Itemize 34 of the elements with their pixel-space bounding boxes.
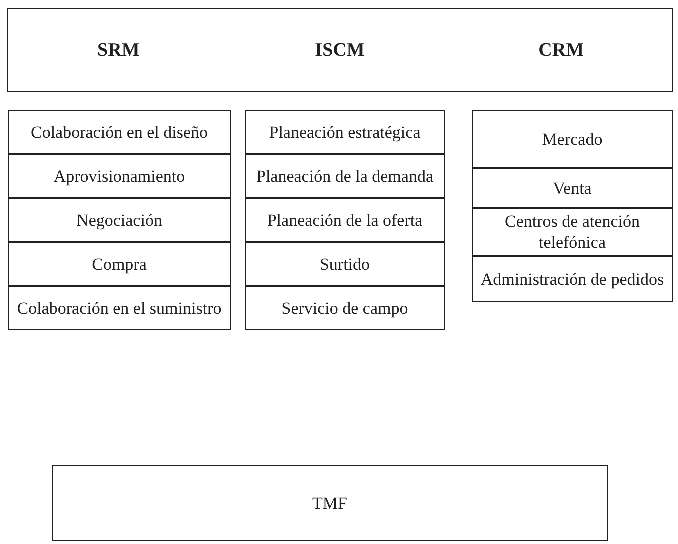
box-label: Mercado bbox=[542, 128, 603, 150]
function-box bbox=[245, 154, 445, 198]
header-bar bbox=[7, 8, 673, 92]
function-box bbox=[8, 154, 231, 198]
box-label: Planeación de la demanda bbox=[256, 166, 434, 186]
function-box bbox=[472, 208, 673, 256]
function-box bbox=[472, 256, 673, 302]
box-label: Planeación de la oferta bbox=[267, 210, 423, 230]
column-heading: CRM bbox=[538, 40, 586, 60]
function-box bbox=[472, 168, 673, 208]
box-label: Colaboración en el suministro bbox=[17, 298, 222, 318]
function-box bbox=[8, 198, 231, 242]
box-label: Planeación estratégica bbox=[269, 122, 421, 142]
column-heading: SRM bbox=[96, 40, 141, 60]
box-label: Compra bbox=[92, 254, 147, 274]
base-box bbox=[52, 465, 608, 541]
box-label: TMF bbox=[312, 492, 348, 514]
function-box bbox=[245, 286, 445, 330]
box-label: Surtido bbox=[320, 254, 370, 274]
function-box bbox=[245, 110, 445, 154]
function-box bbox=[8, 286, 231, 330]
function-box bbox=[8, 110, 231, 154]
function-box bbox=[472, 110, 673, 168]
column-heading: ISCM bbox=[314, 40, 366, 60]
function-box bbox=[245, 198, 445, 242]
box-label: Negociación bbox=[76, 210, 162, 230]
box-label: Servicio de campo bbox=[282, 298, 408, 318]
box-label: Venta bbox=[553, 178, 592, 198]
function-box bbox=[8, 242, 231, 286]
box-label: Administración de pedidos bbox=[480, 268, 664, 290]
box-label: Centros de atención telefónica bbox=[504, 211, 641, 253]
function-box bbox=[245, 242, 445, 286]
box-label: Colaboración en el diseño bbox=[30, 122, 208, 142]
box-label: Aprovisionamiento bbox=[54, 166, 186, 186]
